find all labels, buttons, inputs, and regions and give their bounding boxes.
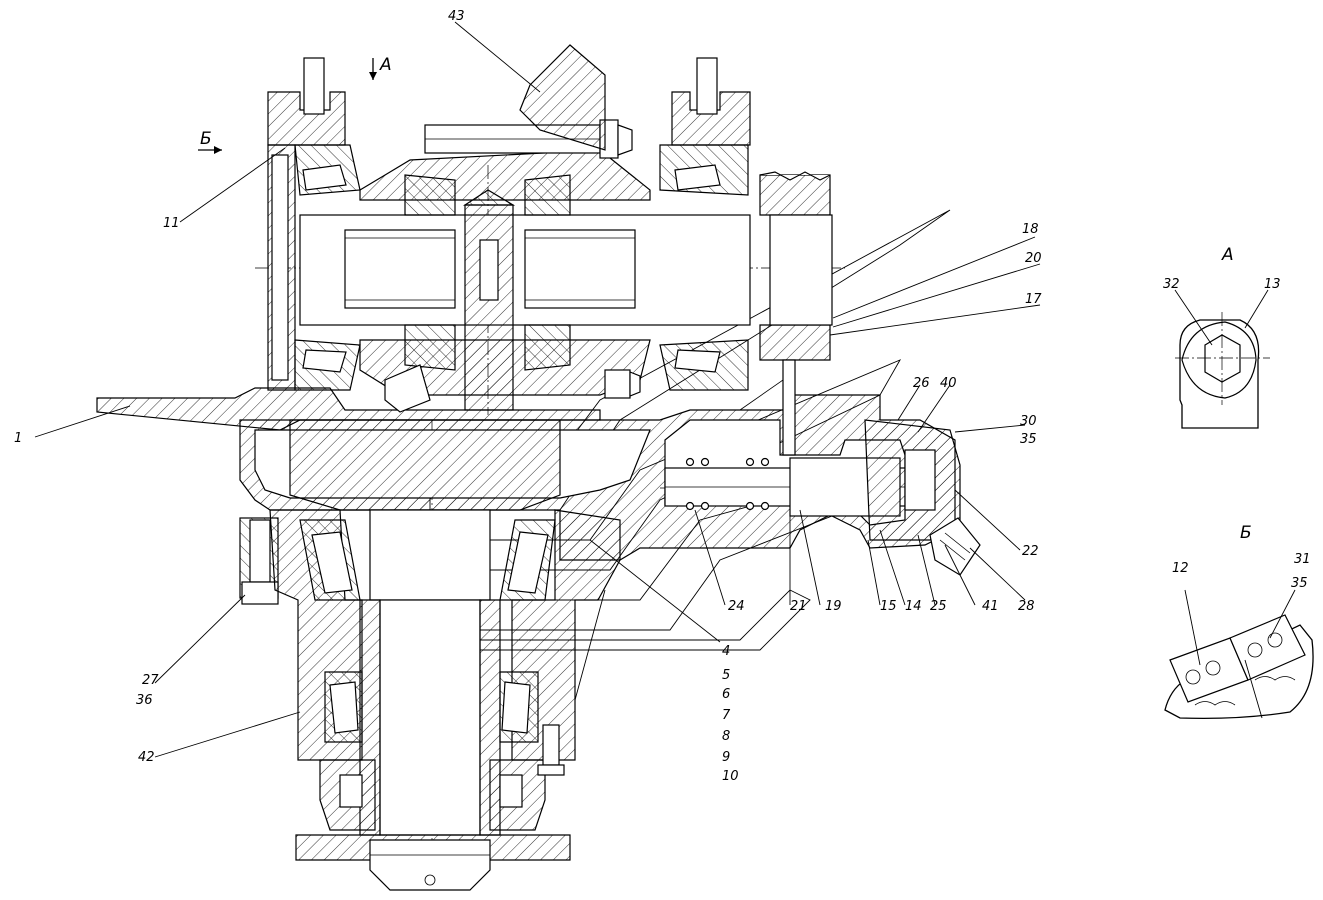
label-24: 24 [728,599,745,614]
label-17: 17 [1025,292,1042,307]
label-26: 26 [913,376,930,391]
label-42: 42 [138,750,155,765]
pinion-shaft [289,419,571,891]
label-32: 32 [1163,277,1180,292]
label-10: 10 [722,769,739,784]
label-13: 13 [1264,277,1281,292]
differential-case [267,44,833,456]
view-arrow-a: А [369,55,392,80]
label-35a: 35 [1020,432,1037,447]
label-40: 40 [940,376,957,391]
label-20: 20 [1025,251,1042,266]
label-18: 18 [1022,222,1039,237]
label-27: 27 [142,673,159,688]
label-11: 11 [163,216,180,231]
label-21: 21 [790,599,807,614]
label-31: 31 [1294,552,1311,567]
spring [685,457,770,511]
label-15: 15 [880,599,897,614]
label-35b: 35 [1291,576,1308,591]
label-19: 19 [825,599,842,614]
label-6: 6 [722,687,730,702]
view-a-title: А [1221,245,1234,265]
detail-view-b: Б 12 31 35 [1164,523,1314,720]
label-4: 4 [722,644,730,659]
label-41: 41 [982,599,999,614]
view-b-title: Б [1240,523,1252,543]
label-28: 28 [1018,599,1035,614]
leader-lines [34,21,1041,758]
label-1: 1 [14,431,22,446]
label-25: 25 [930,599,947,614]
label-14: 14 [905,599,922,614]
view-arrow-a-label: А [379,55,392,75]
label-43: 43 [448,9,465,24]
label-22: 22 [1022,544,1039,559]
label-8: 8 [722,729,730,744]
detail-view-a: А 32 13 [1163,245,1281,429]
view-arrow-b-label: Б [200,129,212,149]
label-12: 12 [1172,561,1189,576]
label-7: 7 [722,708,731,723]
label-5: 5 [722,668,730,683]
part-labels: 1 11 43 18 20 17 26 40 30 35 22 28 41 25… [14,9,1042,784]
label-30: 30 [1020,414,1037,429]
label-9: 9 [722,750,730,765]
shift-rod [664,419,981,576]
view-arrow-b: Б [198,129,222,154]
label-36: 36 [136,693,153,708]
